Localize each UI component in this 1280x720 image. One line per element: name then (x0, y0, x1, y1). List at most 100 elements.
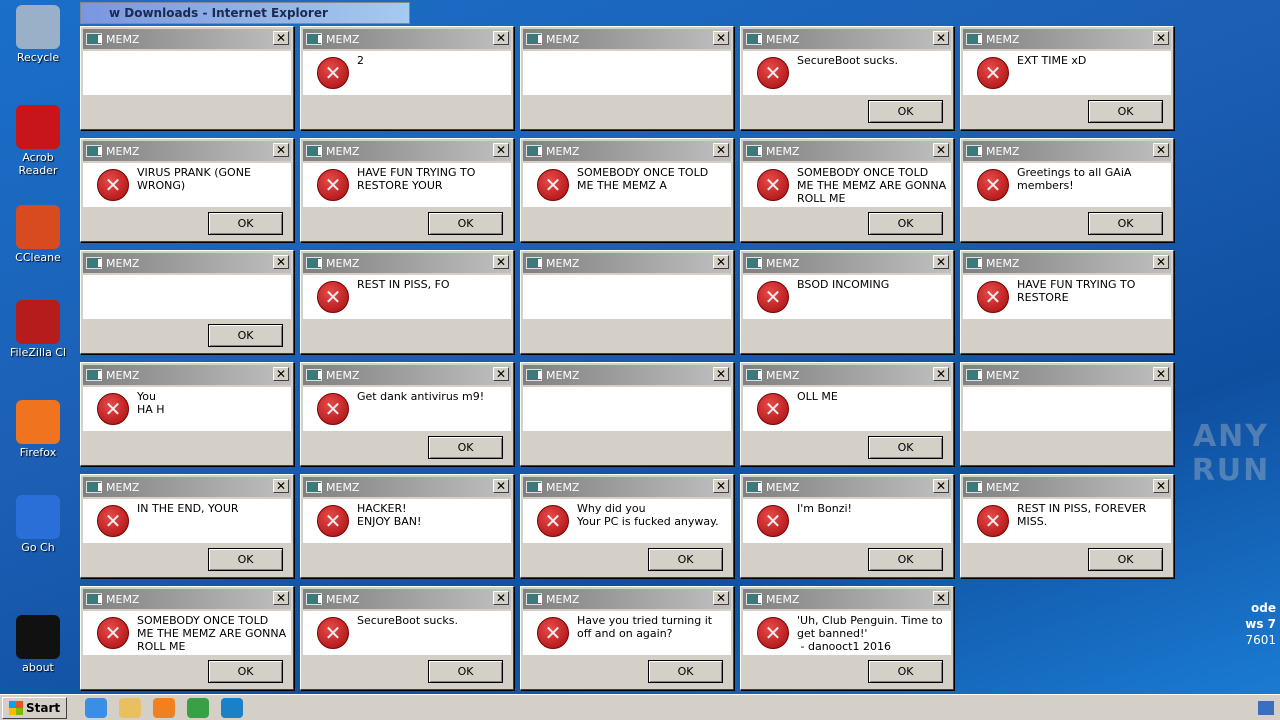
close-icon[interactable]: ✕ (713, 479, 729, 493)
ok-button[interactable]: OK (208, 548, 283, 571)
ok-button[interactable]: OK (208, 660, 283, 683)
ok-button[interactable]: OK (868, 212, 943, 235)
close-icon[interactable]: ✕ (713, 255, 729, 269)
dialog-titlebar[interactable]: MEMZ✕ (743, 141, 951, 161)
dialog-titlebar[interactable]: MEMZ✕ (83, 477, 291, 497)
watermark-line: ws 7 (1245, 617, 1276, 631)
ok-button[interactable]: OK (208, 212, 283, 235)
windows-watermark: ode ws 7 7601 (1180, 600, 1276, 648)
dialog-body: ✕REST IN PISS, FOREVER MISS. (963, 499, 1171, 543)
dialog-titlebar[interactable]: MEMZ✕ (303, 477, 511, 497)
ok-button[interactable]: OK (868, 548, 943, 571)
dialog-titlebar[interactable]: MEMZ✕ (963, 29, 1171, 49)
close-icon[interactable]: ✕ (713, 591, 729, 605)
ok-button[interactable]: OK (428, 436, 503, 459)
desktop-icon[interactable]: Firefox (2, 400, 74, 459)
close-icon[interactable]: ✕ (713, 367, 729, 381)
dialog-titlebar[interactable]: MEMZ✕ (743, 29, 951, 49)
app-icon (746, 369, 762, 381)
dialog-titlebar[interactable]: MEMZ✕ (523, 589, 731, 609)
close-icon[interactable]: ✕ (273, 479, 289, 493)
close-icon[interactable]: ✕ (933, 31, 949, 45)
close-icon[interactable]: ✕ (1153, 31, 1169, 45)
dialog-titlebar[interactable]: MEMZ✕ (83, 29, 291, 49)
edge-icon[interactable] (221, 697, 244, 718)
desktop-icon[interactable]: Recycle (2, 5, 74, 64)
desktop-icon[interactable]: CCleane (2, 205, 74, 264)
media-player-icon[interactable] (153, 697, 176, 718)
app-icon (746, 593, 762, 605)
close-icon[interactable]: ✕ (493, 367, 509, 381)
close-icon[interactable]: ✕ (933, 367, 949, 381)
dialog-titlebar[interactable]: MEMZ✕ (743, 589, 951, 609)
internet-explorer-icon[interactable] (85, 697, 108, 718)
ok-button[interactable]: OK (868, 660, 943, 683)
dialog-titlebar[interactable]: MEMZ✕ (523, 253, 731, 273)
ok-button[interactable]: OK (1088, 212, 1163, 235)
dialog-title: MEMZ (986, 368, 1020, 382)
close-icon[interactable]: ✕ (493, 591, 509, 605)
close-icon[interactable]: ✕ (933, 479, 949, 493)
dialog-titlebar[interactable]: MEMZ✕ (303, 365, 511, 385)
close-icon[interactable]: ✕ (273, 31, 289, 45)
file-explorer-icon[interactable] (119, 697, 142, 718)
close-icon[interactable]: ✕ (713, 143, 729, 157)
dialog-titlebar[interactable]: MEMZ✕ (83, 253, 291, 273)
close-icon[interactable]: ✕ (273, 143, 289, 157)
close-icon[interactable]: ✕ (493, 255, 509, 269)
desktop-icon[interactable]: about (2, 615, 74, 674)
dialog-titlebar[interactable]: MEMZ✕ (303, 29, 511, 49)
dialog-titlebar[interactable]: MEMZ✕ (83, 141, 291, 161)
ok-button[interactable]: OK (428, 660, 503, 683)
close-icon[interactable]: ✕ (493, 31, 509, 45)
dialog-titlebar[interactable]: MEMZ✕ (303, 141, 511, 161)
close-icon[interactable]: ✕ (933, 143, 949, 157)
ok-button[interactable]: OK (428, 212, 503, 235)
ok-button[interactable]: OK (208, 324, 283, 347)
close-icon[interactable]: ✕ (1153, 255, 1169, 269)
close-icon[interactable]: ✕ (273, 367, 289, 381)
dialog-titlebar[interactable]: MEMZ ✕ (303, 253, 511, 273)
dialog-title: MEMZ (326, 256, 360, 270)
ok-button[interactable]: OK (1088, 548, 1163, 571)
desktop-icon[interactable]: FileZilla Cl (2, 300, 74, 359)
dialog-titlebar[interactable]: MEMZ✕ (963, 477, 1171, 497)
close-icon[interactable]: ✕ (273, 255, 289, 269)
dialog-titlebar[interactable]: MEMZ✕ (523, 365, 731, 385)
dialog-titlebar[interactable]: MEMZ✕ (303, 589, 511, 609)
close-icon[interactable]: ✕ (1153, 479, 1169, 493)
dialog-titlebar[interactable]: MEMZ✕ (743, 253, 951, 273)
dialog-titlebar[interactable]: MEMZ✕ (963, 141, 1171, 161)
close-icon[interactable]: ✕ (713, 31, 729, 45)
ok-button[interactable]: OK (648, 548, 723, 571)
dialog-body (523, 387, 731, 431)
chrome-icon[interactable] (187, 697, 210, 718)
dialog-titlebar[interactable]: MEMZ✕ (963, 253, 1171, 273)
dialog-titlebar[interactable]: MEMZ✕ (523, 141, 731, 161)
ok-button[interactable]: OK (1088, 100, 1163, 123)
close-icon[interactable]: ✕ (1153, 367, 1169, 381)
dialog-titlebar[interactable]: MEMZ✕ (743, 365, 951, 385)
start-button[interactable]: Start (2, 696, 68, 719)
close-icon[interactable]: ✕ (273, 591, 289, 605)
dialog-titlebar[interactable]: MEMZ✕ (83, 365, 291, 385)
close-icon[interactable]: ✕ (933, 255, 949, 269)
dialog-body: ✕SOMEBODY ONCE TOLD ME THE MEMZ ARE GONN… (743, 163, 951, 207)
ok-button[interactable]: OK (868, 436, 943, 459)
ok-button[interactable]: OK (648, 660, 723, 683)
internet-explorer-window-title[interactable]: w Downloads - Internet Explorer (80, 2, 410, 24)
close-icon[interactable]: ✕ (1153, 143, 1169, 157)
desktop-icon[interactable]: Go Ch (2, 495, 74, 554)
close-icon[interactable]: ✕ (933, 591, 949, 605)
dialog-titlebar[interactable]: MEMZ✕ (523, 29, 731, 49)
dialog-titlebar[interactable]: MEMZ ✕ (963, 365, 1171, 385)
close-icon[interactable]: ✕ (493, 143, 509, 157)
tray-network-icon[interactable] (1258, 700, 1274, 715)
desktop-icon[interactable]: Acrob Reader (2, 105, 74, 177)
memz-error-dialog: MEMZ✕ (520, 250, 734, 354)
dialog-titlebar[interactable]: MEMZ✕ (83, 589, 291, 609)
dialog-titlebar[interactable]: MEMZ✕ (523, 477, 731, 497)
dialog-titlebar[interactable]: MEMZ✕ (743, 477, 951, 497)
close-icon[interactable]: ✕ (493, 479, 509, 493)
ok-button[interactable]: OK (868, 100, 943, 123)
